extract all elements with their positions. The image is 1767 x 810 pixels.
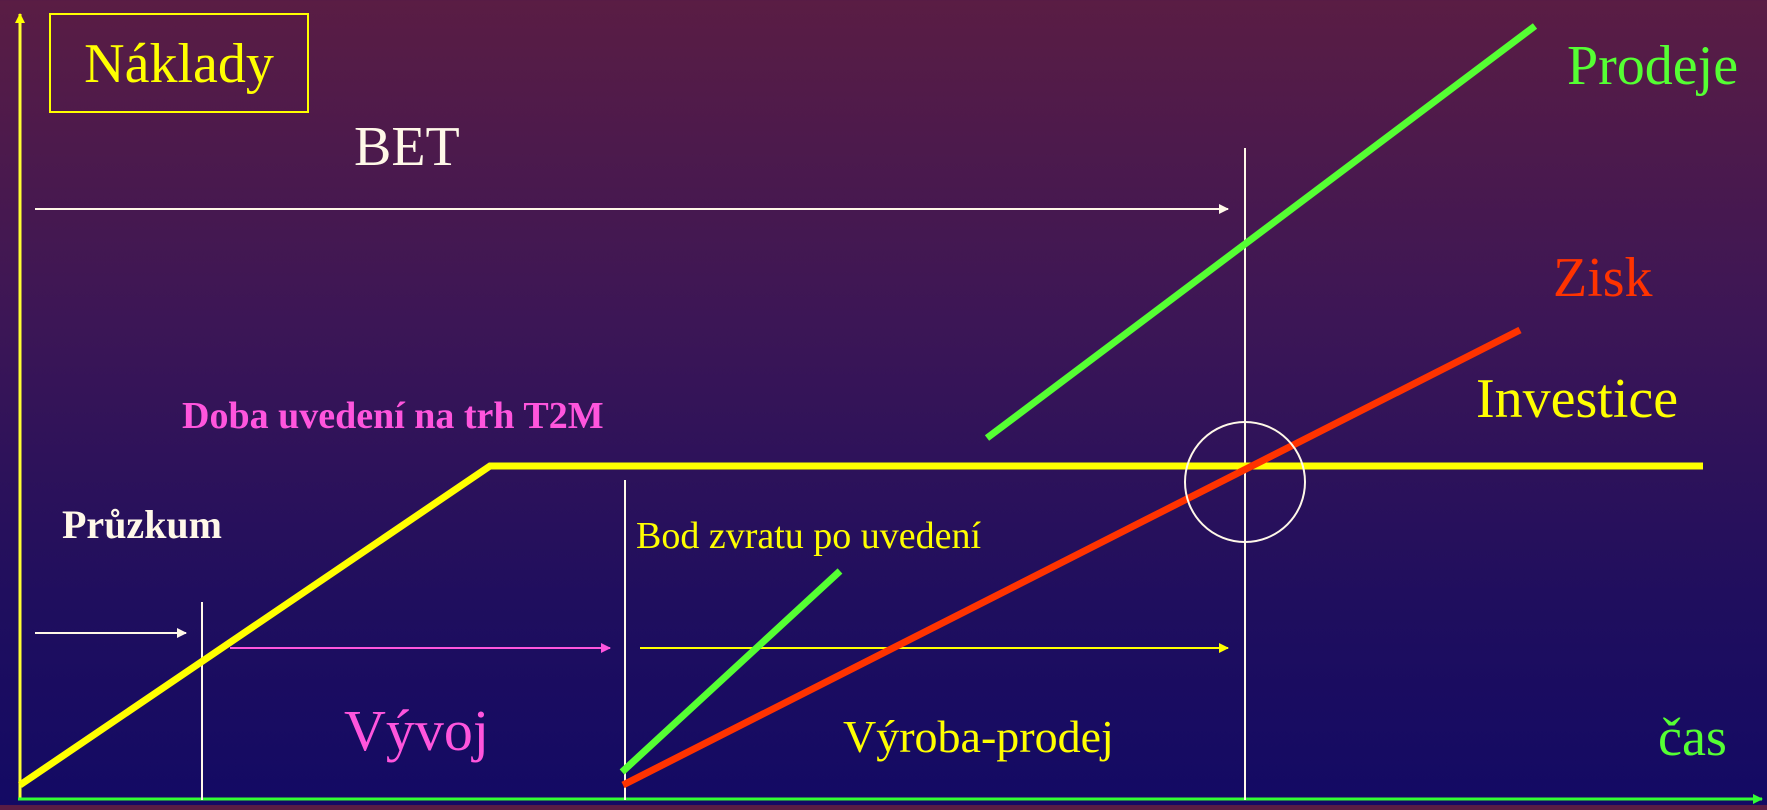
- profit-label: Zisk: [1553, 247, 1653, 309]
- sales-label: Prodeje: [1567, 35, 1738, 97]
- t2m-label: Doba uvedení na trh T2M: [182, 395, 604, 437]
- sales-line-upper: [984, 23, 1538, 441]
- sales-line-lower: [619, 568, 843, 775]
- profit-line: [621, 326, 1522, 789]
- research-label: Průzkum: [62, 502, 222, 547]
- breakeven-after-launch-label: Bod zvratu po uvedení: [636, 515, 982, 557]
- investment-label: Investice: [1476, 368, 1678, 430]
- y-axis-label: Náklady: [84, 33, 274, 95]
- y-axis-label-box: [49, 13, 309, 113]
- development-label: Vývoj: [344, 698, 489, 763]
- x-axis-label: čas: [1658, 707, 1727, 767]
- bet-label: BET: [354, 116, 460, 178]
- production-sales-label: Výroba-prodej: [843, 711, 1114, 762]
- investment-line: [18, 462, 1703, 788]
- break-even-circle: [1184, 421, 1306, 543]
